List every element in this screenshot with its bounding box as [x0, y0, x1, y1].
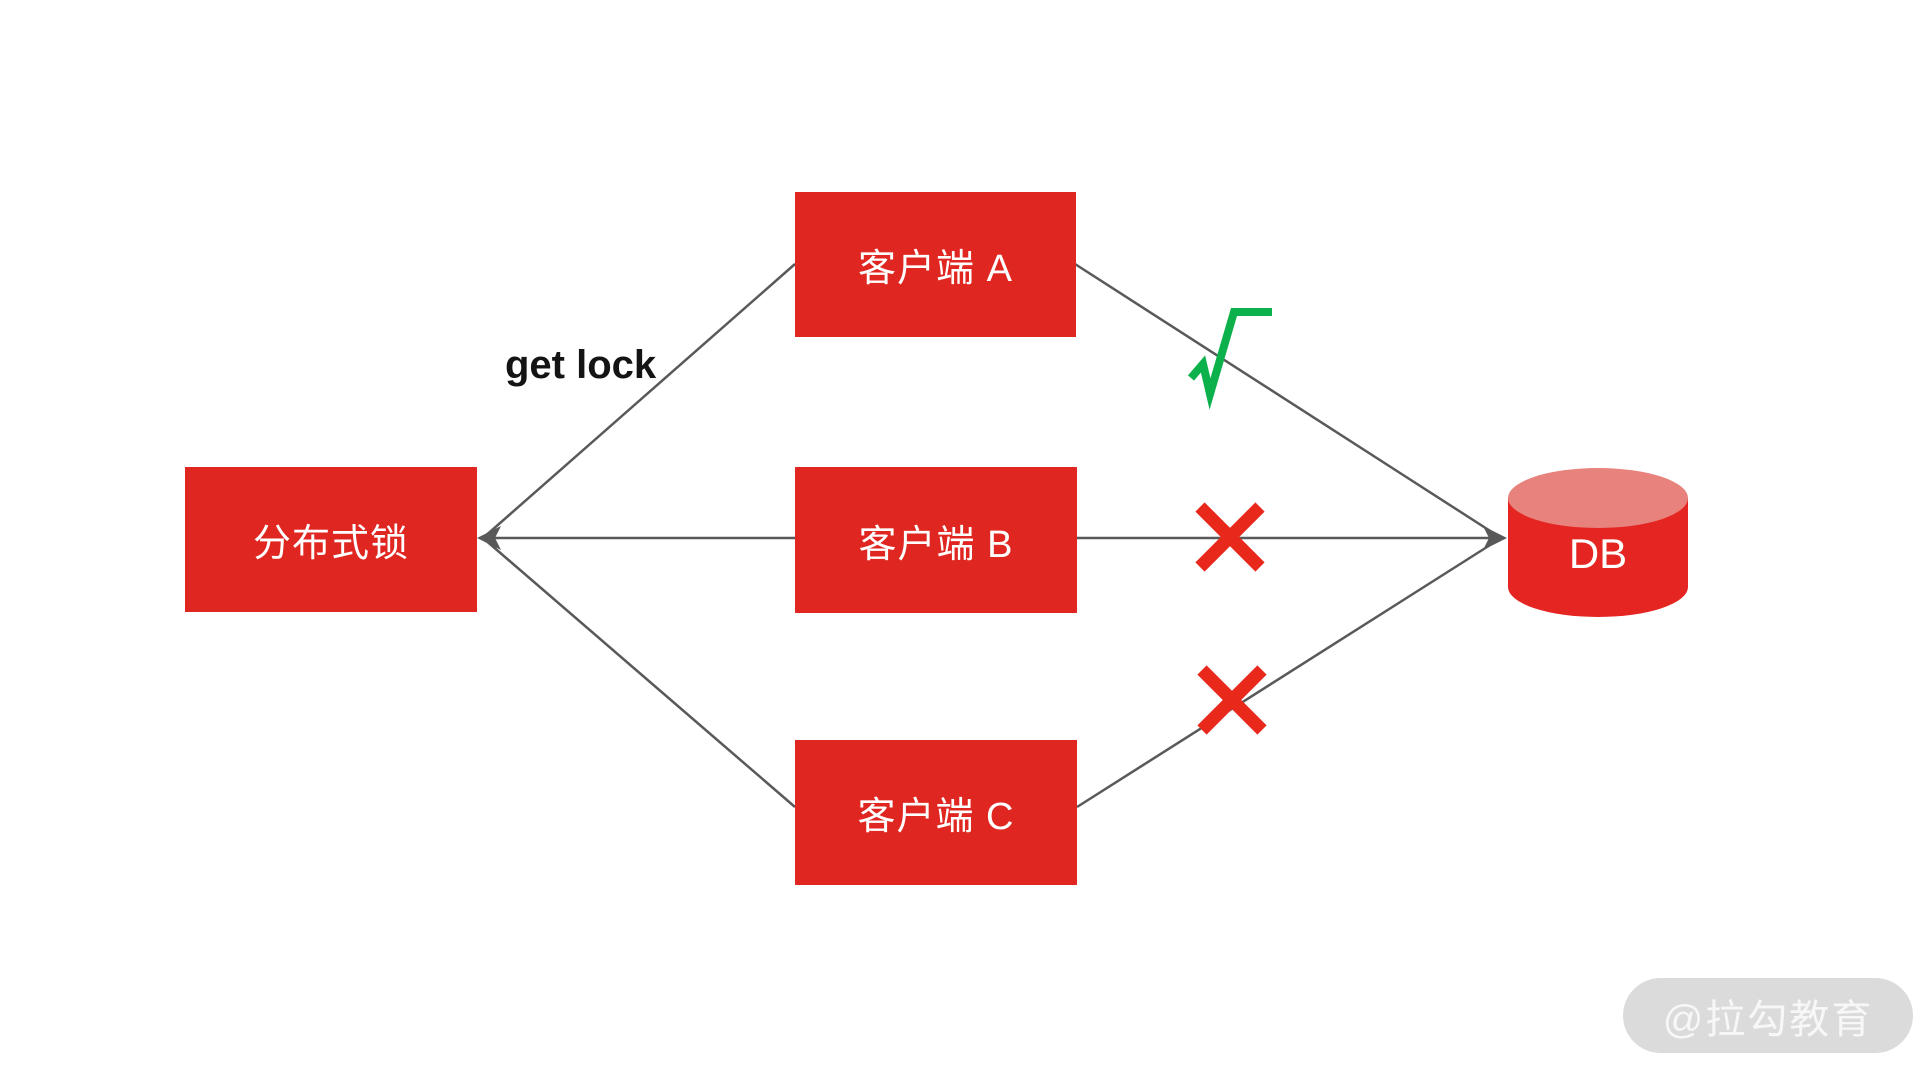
client-b-node: 客户端 B [795, 467, 1077, 613]
edge-client-c-db [1076, 538, 1499, 809]
watermark-badge: @拉勾教育 [1623, 978, 1913, 1053]
edge-client-a-db [1074, 262, 1499, 538]
edge-lock-client-c [482, 537, 796, 808]
watermark-text: @拉勾教育 [1662, 997, 1874, 1042]
cross-icon-client-c [1197, 665, 1267, 735]
arrowhead-into-db-icon [1483, 526, 1507, 550]
lock-node-label: 分布式锁 [252, 523, 409, 565]
cross-icon-client-b [1195, 502, 1265, 572]
db-node-label: DB [1568, 530, 1628, 577]
lock-node: 分布式锁 [185, 467, 477, 612]
client-a-node: 客户端 A [795, 192, 1076, 337]
connector-lines [482, 262, 1499, 809]
check-icon [1187, 308, 1272, 410]
get-lock-edge-label: get lock [505, 343, 657, 387]
db-cylinder-icon [1508, 468, 1688, 617]
client-a-label: 客户端 A [858, 248, 1013, 290]
client-c-label: 客户端 C [857, 796, 1015, 838]
client-b-label: 客户端 B [858, 523, 1014, 566]
edge-lock-client-a [482, 263, 796, 539]
client-c-node: 客户端 C [795, 740, 1077, 885]
arrowhead-into-lock-icon [477, 526, 501, 550]
